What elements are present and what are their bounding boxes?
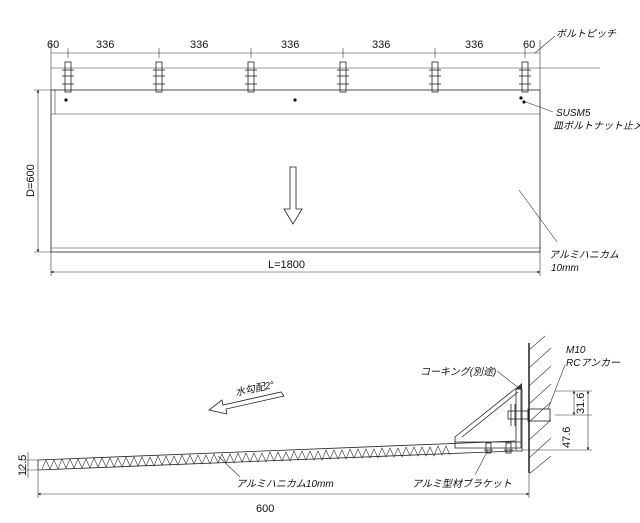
- slope-arrow-icon: [208, 391, 285, 415]
- panel-leader: [217, 455, 241, 478]
- screw-marks: [64, 96, 526, 104]
- screw-label-1: SUSM5: [556, 108, 591, 119]
- anchor-label-1: M10: [566, 345, 586, 356]
- anchor-leader: [547, 364, 566, 410]
- anchor-bolt: [245, 61, 257, 93]
- bracket-bolts: [484, 442, 513, 454]
- honeycomb-side-label: アルミハニカム10mm: [236, 479, 334, 490]
- bracket-leader: [474, 449, 489, 476]
- anchor-bolt: [519, 61, 531, 93]
- spacing-label-4: 336: [281, 39, 299, 51]
- anchor-label-2: RCアンカー: [566, 358, 621, 369]
- dim-47-6: 47.6: [561, 427, 573, 448]
- caulking-mark: [515, 383, 522, 389]
- bolt-spacing-dimension: 60 336 336 336 336 336 60: [47, 39, 541, 90]
- thickness-dimension: 12.5: [17, 452, 38, 478]
- caulking-leader: [496, 370, 521, 390]
- spacing-label-2: 336: [96, 39, 114, 51]
- canopy-panel: [50, 89, 541, 253]
- anchor-bolt: [429, 61, 441, 93]
- honeycomb-leader: [518, 189, 558, 243]
- depth-dimension: D=600: [25, 89, 51, 253]
- plan-view: 60 336 336 336 336 336 60 ボルトピッチ: [25, 28, 640, 276]
- caulking-label: コーキング(別途): [420, 366, 496, 378]
- screw-leader: [525, 101, 554, 113]
- dim-31-6: 31.6: [575, 393, 587, 414]
- spacing-label-7: 60: [523, 39, 535, 51]
- drainage-arrow-icon: [283, 166, 303, 225]
- wall-hatching: [528, 335, 552, 475]
- length-label: L=1800: [268, 259, 305, 271]
- dim-12-5: 12.5: [17, 455, 29, 476]
- bolt-pitch-label: ボルトピッチ: [556, 28, 617, 40]
- bracket-label: アルミ型材ブラケット: [412, 478, 512, 490]
- honeycomb-panel: [37, 440, 516, 471]
- spacing-label-5: 336: [372, 39, 390, 51]
- honeycomb-label-1: アルミハニカム: [549, 250, 619, 261]
- spacing-label-6: 336: [465, 39, 483, 51]
- anchor-bolt: [62, 61, 74, 93]
- screw-label-2: 皿ボルトナット止メ: [553, 120, 640, 132]
- spacing-label-1: 60: [47, 39, 59, 51]
- width-dimension: 600: [37, 471, 530, 515]
- anchor-height-dimensions: 31.6 47.6: [522, 390, 592, 451]
- bolt-pitch-leader: [534, 35, 556, 54]
- rc-anchor-bolt: [507, 404, 551, 426]
- section-view: 水勾配2° コーキング(別途) M10 RCアンカー 31.6 47.6 12.…: [17, 335, 621, 515]
- spacing-label-3: 336: [190, 39, 208, 51]
- anchor-bolt: [153, 61, 165, 93]
- depth-label: D=600: [25, 164, 37, 197]
- length-dimension: L=1800: [50, 252, 541, 276]
- slope-label: 水勾配2°: [234, 379, 275, 399]
- anchor-bolts: [62, 61, 531, 93]
- honeycomb-label-2: 10mm: [551, 263, 579, 274]
- width-label: 600: [256, 503, 274, 515]
- anchor-bolt: [337, 61, 349, 93]
